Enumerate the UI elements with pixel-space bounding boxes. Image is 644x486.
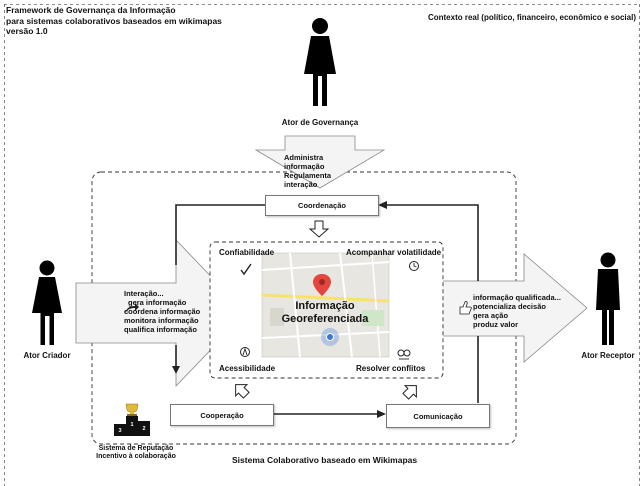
- framework-title: Framework de Governança da Informação pa…: [6, 5, 222, 37]
- reputation-podium-icon: [114, 416, 150, 436]
- receiver-arrow-line: potencializa decisão: [473, 302, 546, 311]
- receiver-to-coordination-line: [386, 204, 479, 281]
- creator-arrow-line: Interação...: [124, 289, 164, 298]
- communication-box: Comunicação: [386, 404, 490, 428]
- creator-actor-label: Ator Criador: [23, 351, 71, 360]
- governance-actor-label: Ator de Governança: [281, 118, 359, 127]
- receiver-arrow-line: gera ação: [473, 311, 509, 320]
- receiver-actor-icon: [596, 252, 620, 345]
- volatility-label: Acompanhar volatilidade: [346, 248, 442, 257]
- thumbs-up-icon: [459, 301, 472, 315]
- share-arrow-icon: [125, 303, 139, 313]
- hollow-upleft-arrow-icon: [402, 385, 417, 400]
- podium-number-2: 2: [142, 426, 145, 432]
- cooperation-arrowhead: [377, 410, 386, 418]
- governance-arrow: [254, 135, 386, 189]
- framework-version: versão 1.0: [6, 26, 48, 36]
- podium-number-3: 3: [118, 428, 121, 434]
- framework-title-line: Framework de Governança da Informação: [6, 5, 176, 15]
- creator-arrow-line: qualifica informação: [124, 325, 197, 334]
- coordination-arrowhead: [378, 201, 387, 209]
- trophy-icon: [125, 403, 139, 416]
- context-label: Contexto real (político, financeiro, eco…: [427, 13, 636, 22]
- receiver-arrow: [427, 253, 588, 363]
- podium-number-1: 1: [130, 422, 133, 428]
- map-image: [261, 252, 390, 358]
- conflicts-label: Resolver conflitos: [356, 364, 426, 373]
- reputation-title: Sistema de Reputação: [98, 445, 174, 452]
- receiver-arrow-line: informação qualificada...: [473, 293, 561, 302]
- accessibility-icon: [240, 347, 250, 357]
- coordination-box: Coordenação: [265, 195, 379, 216]
- checkmark-icon: [240, 263, 252, 276]
- governance-arrow-line: Administra informação: [284, 153, 325, 171]
- receiver-actor-label: Ator Receptor: [581, 351, 635, 360]
- governance-actor-icon: [304, 18, 336, 106]
- hollow-down-arrow-icon: [308, 220, 330, 238]
- creator-arrow-line: monitora informação: [124, 316, 199, 325]
- creator-actor-icon: [32, 260, 62, 345]
- creator-arrow-line: coordena informação: [124, 307, 201, 316]
- clock-icon: [409, 261, 419, 271]
- system-label: Sistema Colaborativo baseado em Wikimapa…: [232, 455, 418, 465]
- governance-arrow-text: Administra informação Regulamenta intera…: [284, 153, 364, 189]
- reliability-label: Confiabilidade: [219, 248, 275, 257]
- governance-arrow-line: Regulamenta interação: [284, 171, 332, 189]
- framework-title-line: para sistemas colaborativos baseados em …: [6, 15, 222, 26]
- cooperation-box: Cooperação: [170, 404, 274, 426]
- creator-down-arrowhead: [172, 366, 180, 374]
- map-title-line2: Georeferenciada: [282, 313, 370, 325]
- reputation-subtitle: Incentivo à colaboração: [96, 453, 176, 460]
- reputation-label: Sistema de Reputação Incentivo à colabor…: [96, 445, 176, 461]
- creator-arrow-line: gera informação: [128, 298, 187, 307]
- accessibility-label: Acessibilidade: [219, 364, 276, 373]
- location-accuracy-icon: [321, 328, 339, 346]
- map-pin-icon: [313, 274, 331, 296]
- conflict-resolution-icon: [397, 349, 411, 360]
- map-title-line1: Informação: [295, 300, 355, 312]
- coordination-left-line: [175, 204, 265, 265]
- hollow-upright-arrow-icon: [235, 384, 250, 399]
- creator-arrow-text: Interação... gera informação coordena in…: [124, 289, 224, 334]
- receiver-arrow-text: informação qualificada... potencializa d…: [473, 293, 583, 329]
- receiver-arrow-line: produz valor: [473, 320, 519, 329]
